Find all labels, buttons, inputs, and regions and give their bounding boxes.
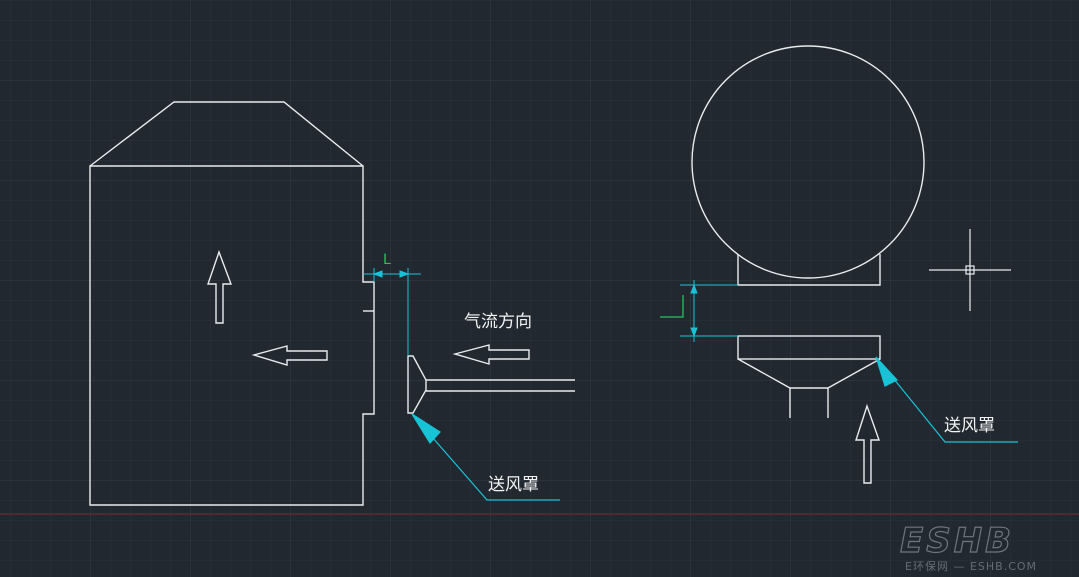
air-hood-left: [407, 355, 427, 414]
gap-dim-label-left: L: [383, 252, 391, 268]
airflow-direction-label: 气流方向: [464, 312, 532, 332]
up-arrow-right-icon: [855, 403, 880, 484]
right-view: [691, 45, 925, 484]
left-view: [89, 101, 575, 506]
left-arrow-icon: [251, 345, 328, 366]
air-hood-label-left: 送风罩: [488, 475, 539, 495]
air-hood-right-funnel: [737, 358, 881, 389]
gap-dim-marker-right: [660, 295, 684, 318]
leader-right: [875, 356, 1018, 443]
crosshair-cursor-icon[interactable]: [929, 229, 1011, 311]
machine-roof: [89, 101, 364, 167]
gap-dimension-left: [363, 268, 421, 356]
drum-circle: [691, 45, 925, 279]
gap-dimension-right: [680, 280, 738, 342]
air-hood-right-plate: [737, 335, 881, 360]
drum-base: [737, 254, 881, 286]
up-arrow-icon: [207, 249, 233, 324]
watermark-brand: ESHB: [900, 521, 1014, 561]
airflow-arrow-icon: [452, 344, 530, 365]
leader-left: [411, 413, 560, 501]
watermark-logo: ESHB E环保网 — ESHB.COM: [899, 520, 1037, 573]
air-hood-label-right: 送风罩: [944, 416, 995, 436]
watermark-subtitle: E环保网 — ESHB.COM: [905, 559, 1037, 573]
machine-body: [89, 165, 375, 506]
